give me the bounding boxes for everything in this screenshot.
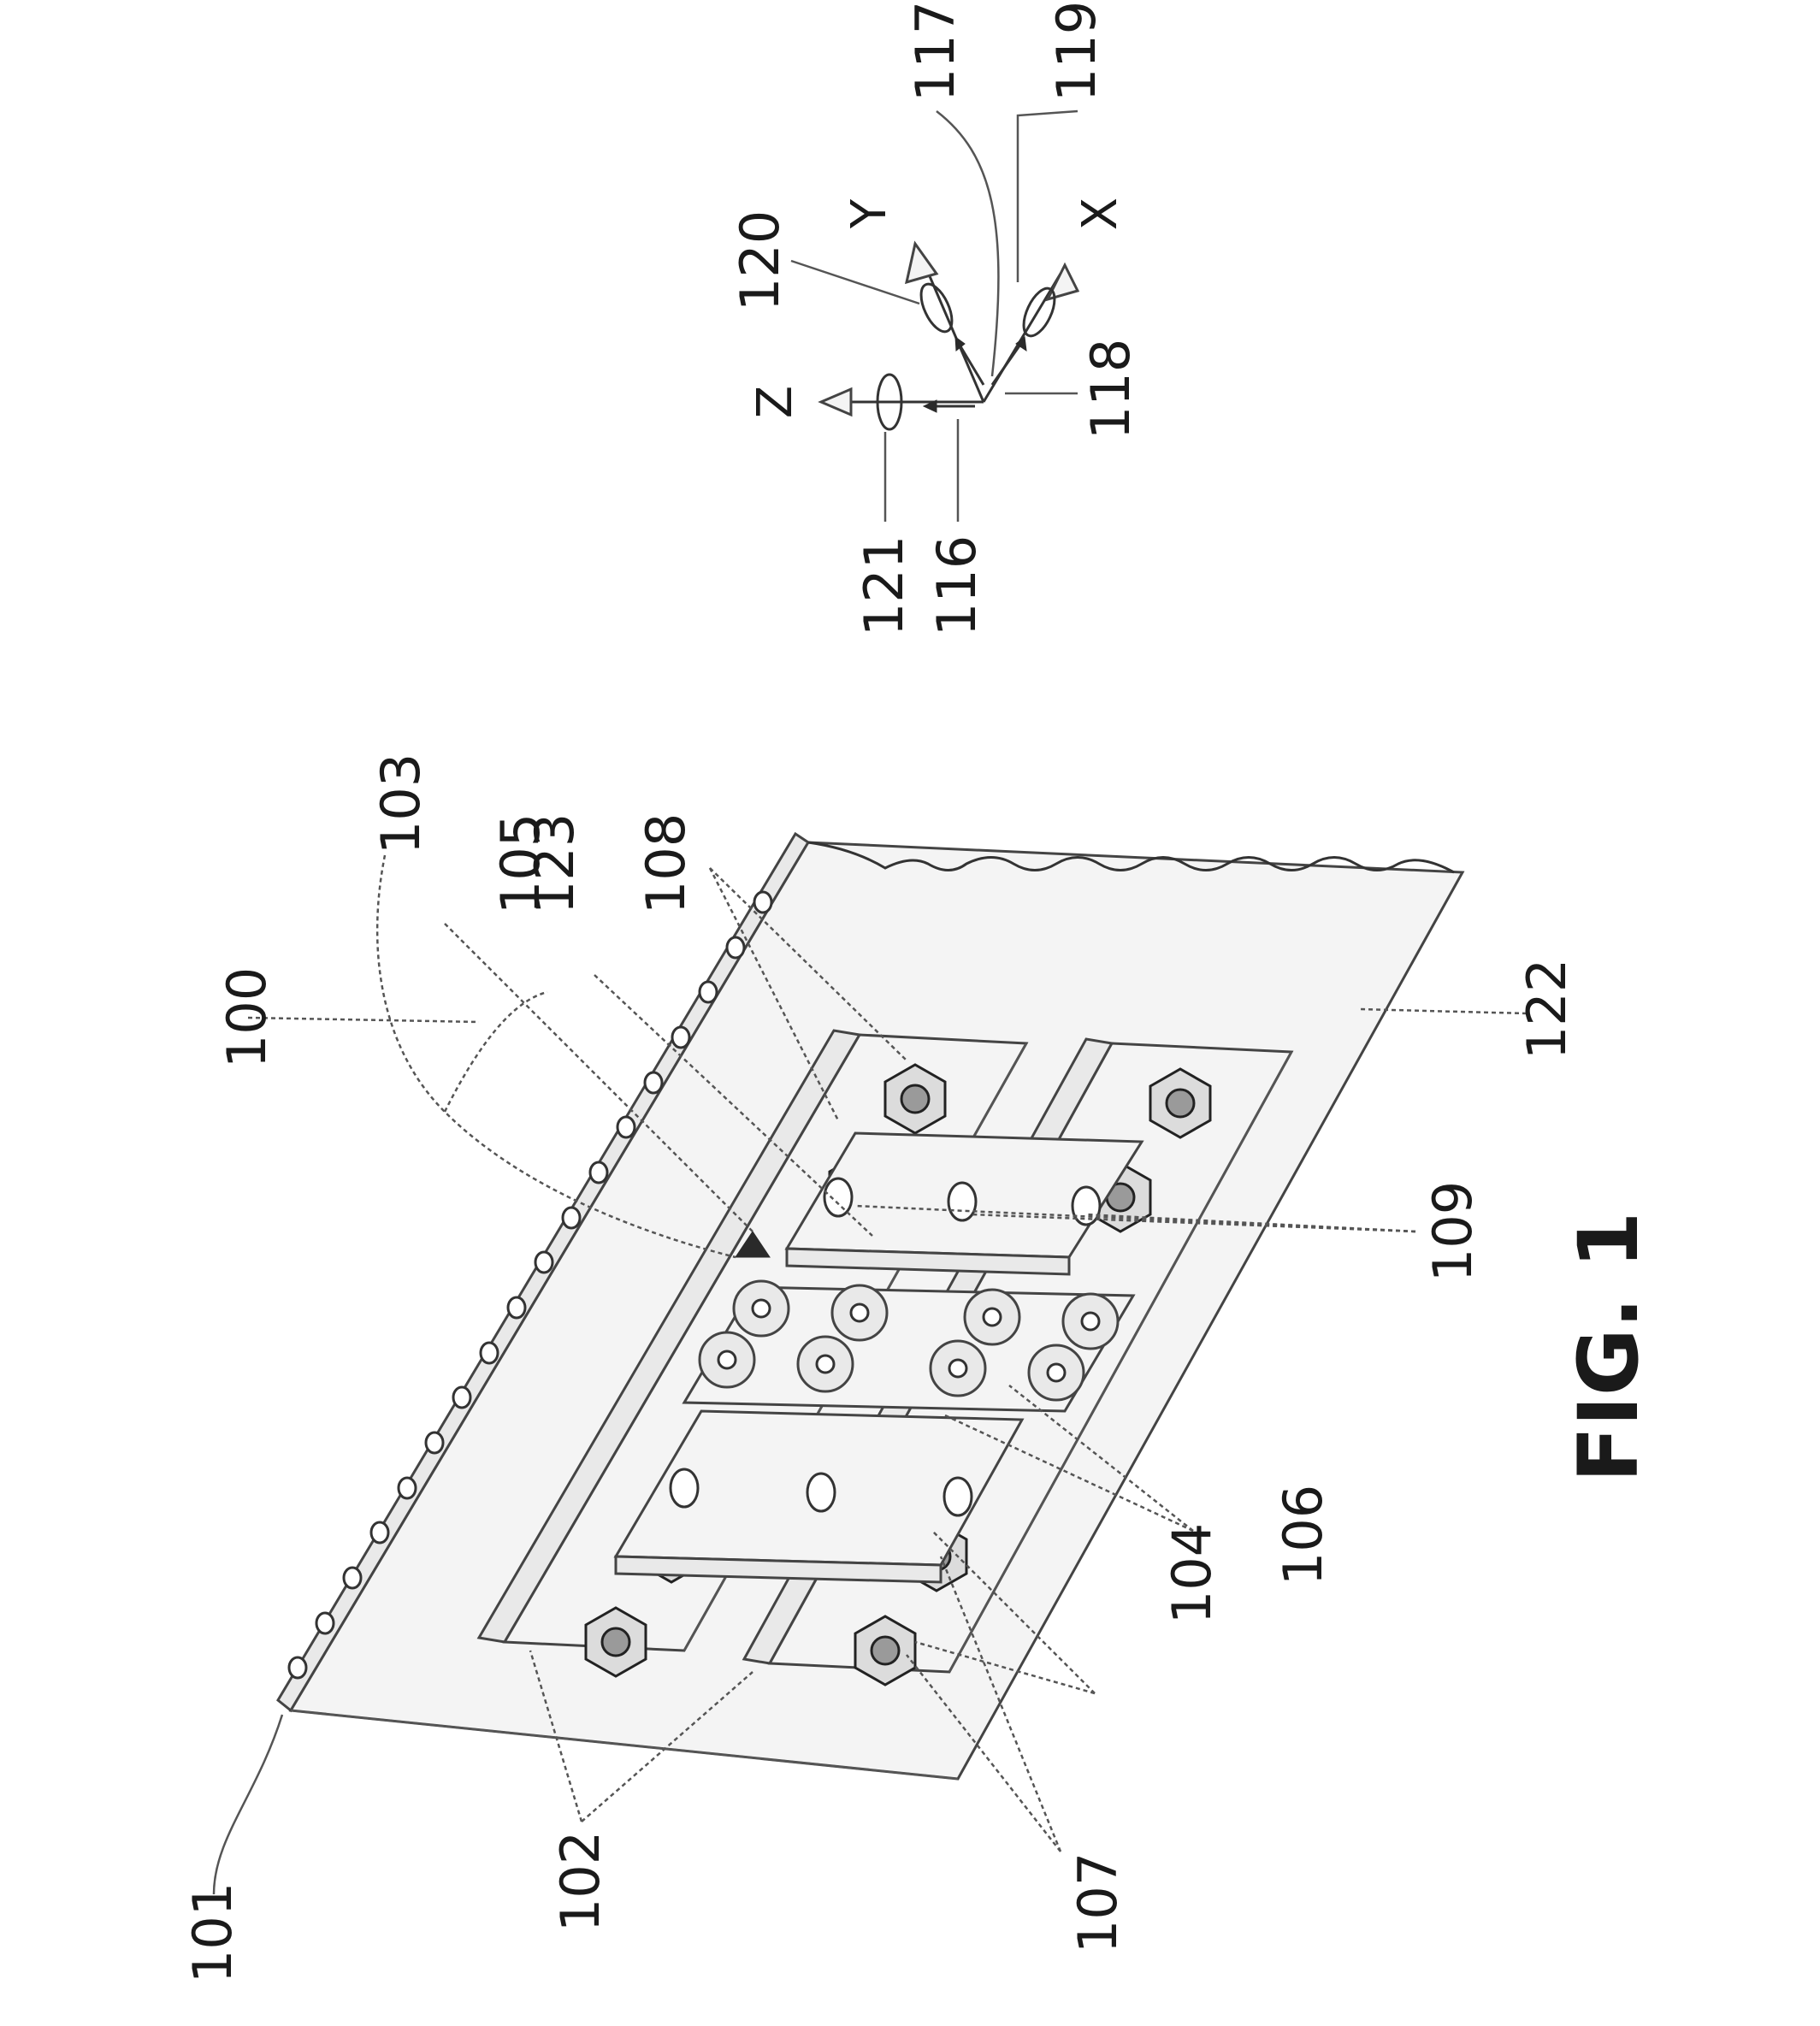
x-rotation-arrow-icon [1018,284,1061,340]
roller-icon [832,1285,887,1340]
roller-icon [931,1341,985,1396]
label-106: 106 [1272,1485,1334,1586]
label-118: 118 [1079,339,1142,440]
label-120: 120 [729,210,791,311]
label-123: 123 [523,813,586,914]
label-101: 101 [181,1882,244,1983]
z-axis-arrowhead [821,389,851,415]
roller-icon [965,1290,1019,1344]
figure-caption: FIG. 1 [1561,1212,1657,1483]
label-116: 116 [925,535,988,636]
roller-icon [700,1332,754,1387]
label-121: 121 [853,535,915,636]
label-117: 117 [904,1,966,102]
label-109: 109 [1421,1181,1484,1282]
label-103: 103 [369,753,432,854]
roller-icon [798,1337,853,1391]
label-122: 122 [1516,959,1578,1060]
axis-label-y: Y [842,198,897,229]
label-107: 107 [1067,1852,1129,1953]
label-108: 108 [635,813,697,914]
roller-icon [734,1281,789,1336]
roller-icon [1029,1345,1084,1400]
coordinate-system [791,111,1078,522]
x-axis-arrowhead [1048,265,1078,299]
y-rotation-arrow-icon [915,280,959,336]
label-102: 102 [549,1831,612,1932]
label-119: 119 [1045,1,1108,102]
axis-label-z: Z [748,386,803,418]
label-100: 100 [216,967,278,1068]
axis-label-x: X [1072,198,1128,230]
label-104: 104 [1161,1523,1223,1624]
roller-icon [1063,1294,1118,1349]
y-axis-arrowhead [907,244,937,282]
